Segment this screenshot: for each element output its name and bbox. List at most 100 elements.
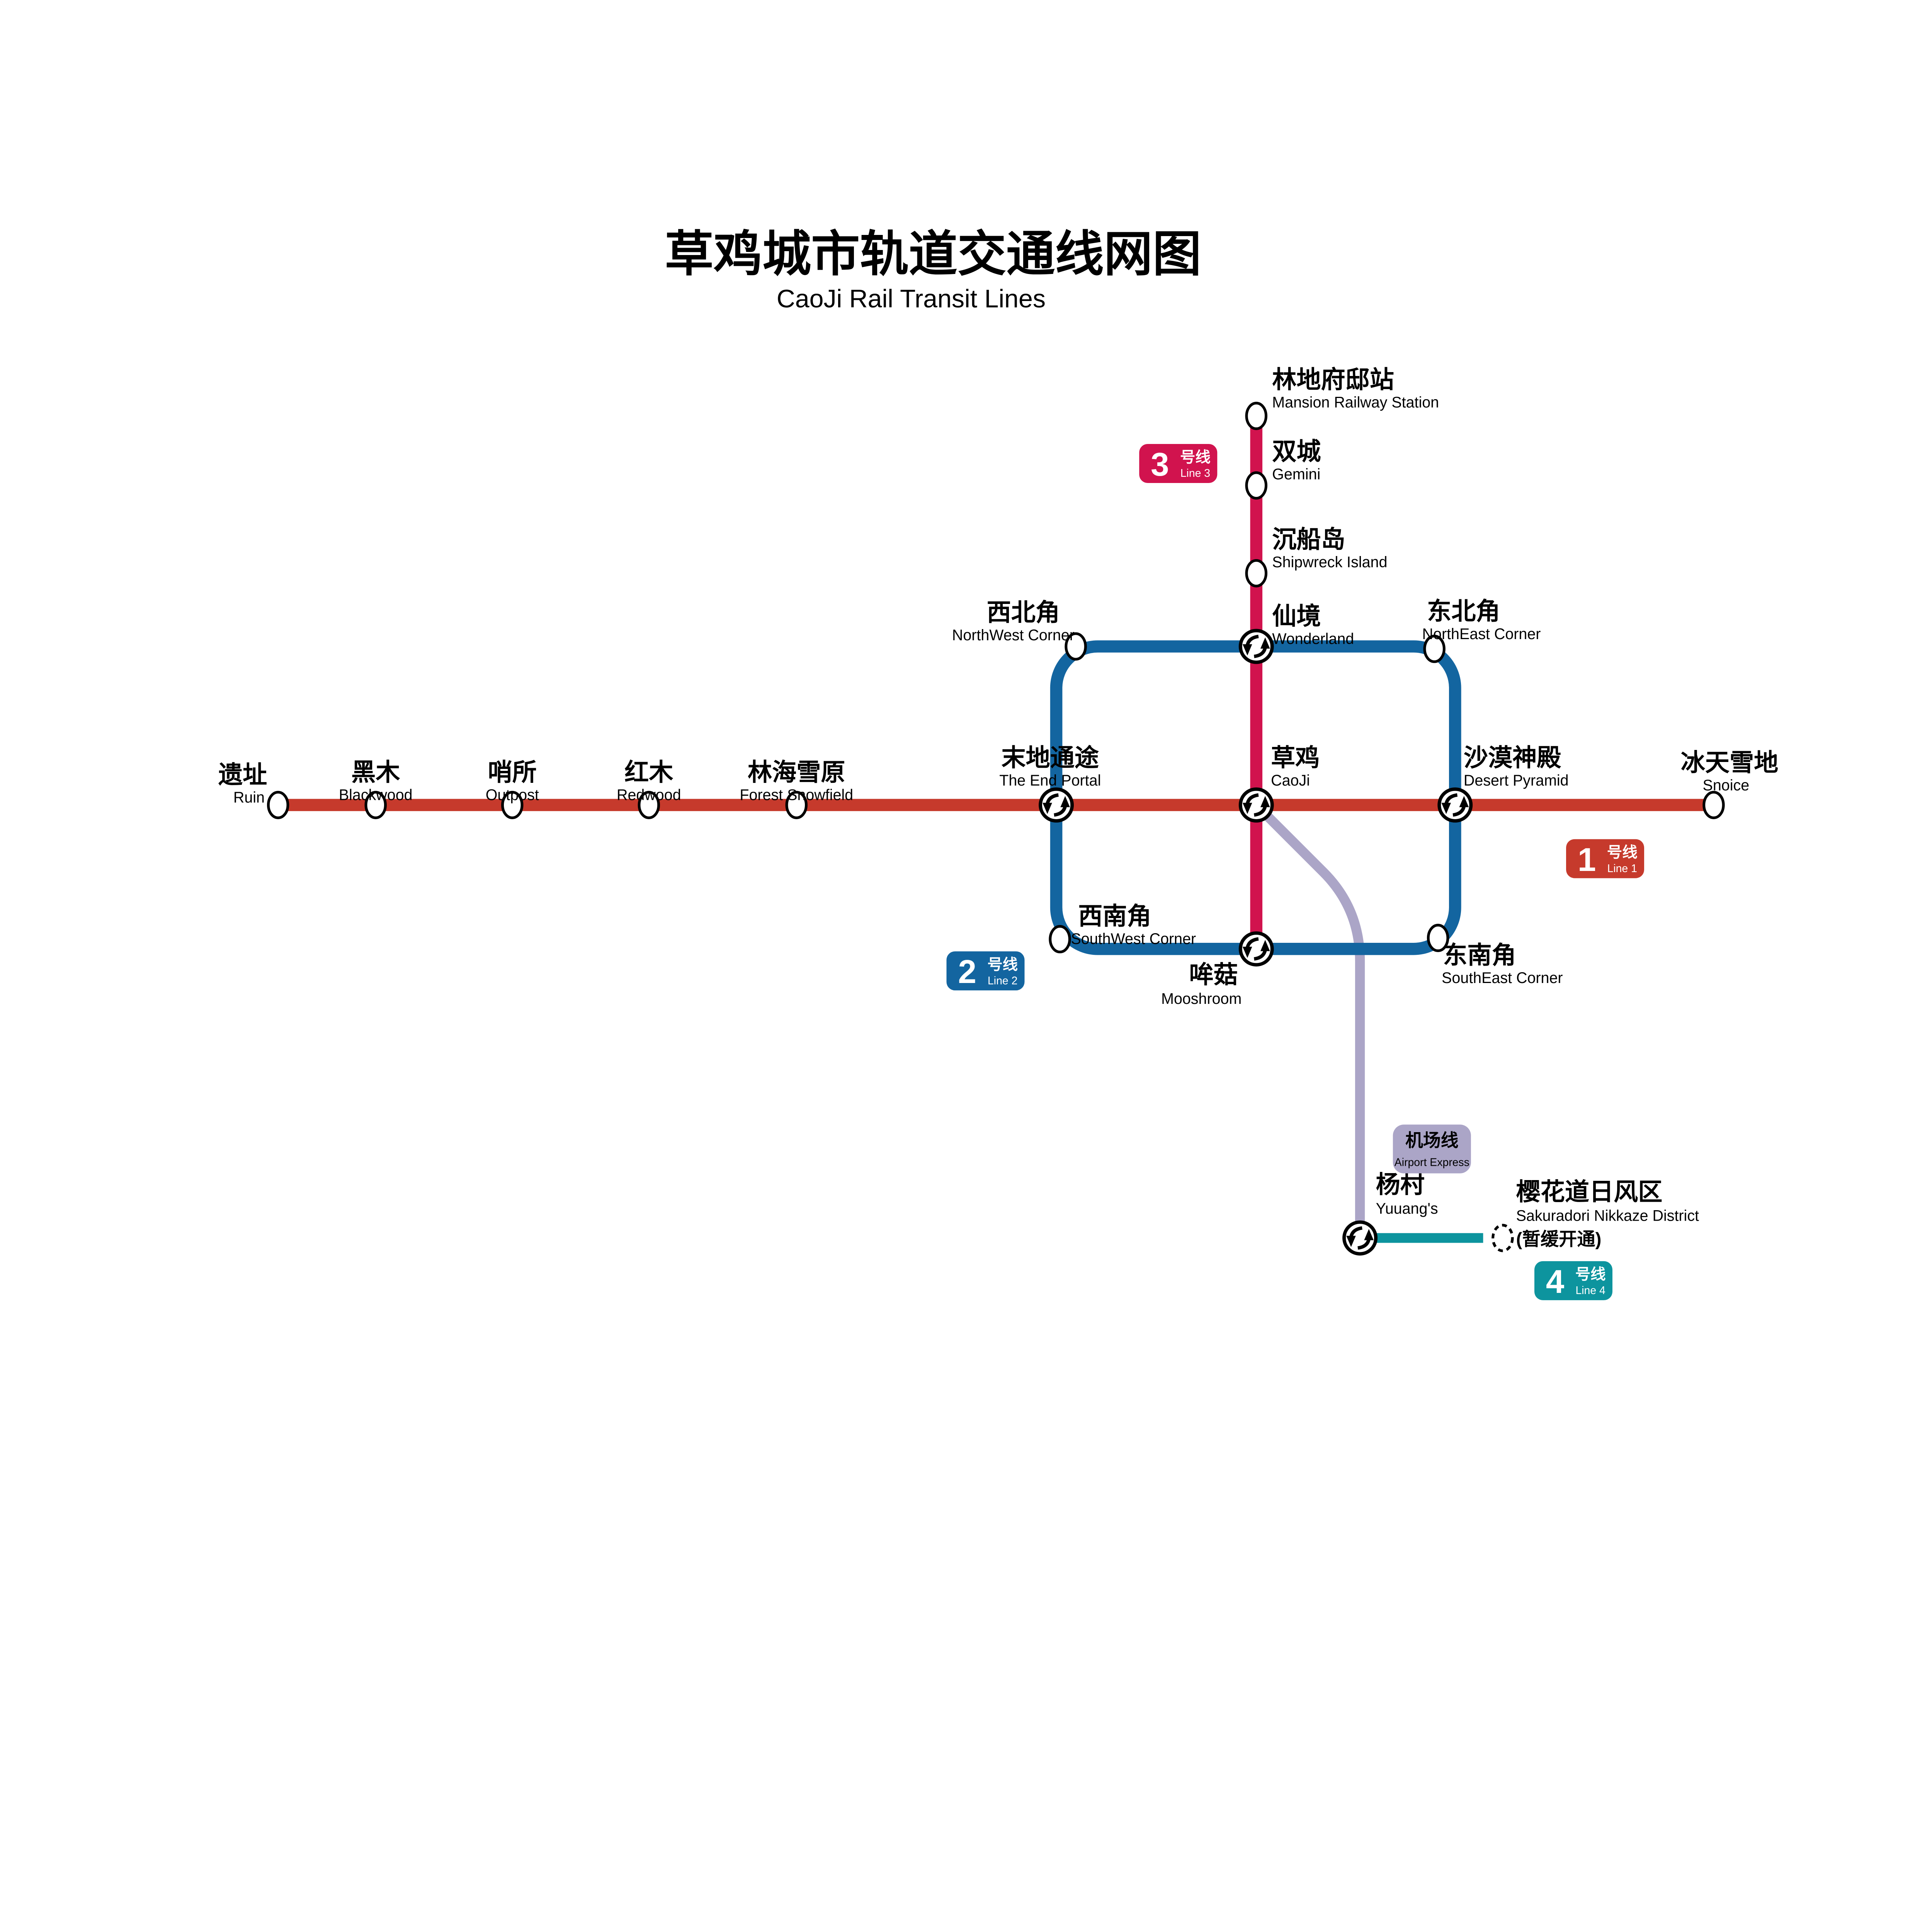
station-yuuangs: 杨村 Yuuang's [1344,1171,1438,1254]
station-label-zh: 西北角 [987,599,1060,626]
station-marker [1423,634,1446,663]
badge-background [1139,444,1218,483]
map-title-zh: 草鸡城市轨道交通线网图 [665,227,1201,281]
station-outpost: 哨所 Outpost [486,759,539,819]
line-3-badge: 3 号线 Line 3 [1139,444,1218,483]
station-label-zh: 黑木 [351,759,400,786]
badge-label-zh: 号线 [1575,1266,1606,1283]
airport-express-badge: 机场线 Airport Express [1393,1124,1471,1173]
badge-background [946,951,1025,991]
station-label-zh: 哨所 [488,759,537,786]
station-marker [501,791,524,819]
station-label-zh: 杨村 [1376,1171,1425,1198]
badge-background [1534,1261,1612,1300]
station-redwood: 红木 Redwood [617,759,681,819]
station-label-en: Desert Pyramid [1464,772,1569,789]
interchange-icon [1439,789,1471,821]
station-caoji: 草鸡 CaoJi [1240,744,1320,821]
station-marker [1245,401,1267,430]
station-marker [1245,559,1267,588]
line-2-badge: 2 号线 Line 2 [946,951,1025,991]
line-1-badge: 1 号线 Line 1 [1566,839,1645,878]
station-label-en: The End Portal [999,772,1101,789]
airport-express-path [1253,801,1365,1238]
station-marker [638,791,660,819]
badge-label-en: Line 3 [1180,467,1210,480]
badge-background [1393,1124,1471,1173]
station-southwest-corner: 西南角 SouthWest Corner [1049,903,1196,954]
badge-number: 4 [1546,1264,1564,1300]
station-label-en: Shipwreck Island [1272,554,1387,571]
station-label-zh: 樱花道日风区 [1516,1179,1663,1206]
station-marker [1427,923,1449,952]
interchange-icon [1240,933,1272,965]
station-northeast-corner: 东北角 NorthEast Corner [1422,598,1541,663]
station-label-en: Outpost [486,787,539,804]
station-marker [1702,791,1725,819]
station-label-zh: 沙漠神殿 [1464,744,1561,771]
station-label-zh: 东北角 [1427,598,1500,625]
transit-map-canvas: 草鸡城市轨道交通线网图 CaoJi Rail Transit Lines 遗址 … [218,226,1779,1300]
station-label-en: Gemini [1272,466,1320,483]
badge-label-zh: 号线 [1180,449,1211,466]
station-label-en: Sakuradori Nikkaze District [1516,1208,1699,1225]
station-desert-pyramid: 沙漠神殿 Desert Pyramid [1439,744,1569,821]
badge-label-en: Line 2 [988,975,1017,987]
station-label-zh: 草鸡 [1271,744,1320,771]
station-marker [364,791,387,819]
badge-label-zh: 号线 [1607,844,1638,861]
station-label-zh: 哞菇 [1189,961,1238,988]
station-gemini: 双城 Gemini [1245,438,1321,500]
station-label-en: Mansion Railway Station [1272,394,1439,411]
station-label-en: Snoice [1703,777,1750,794]
station-label-en: SouthWest Corner [1071,930,1196,947]
station-label-en: CaoJi [1271,772,1310,789]
station-label-en: Mooshroom [1161,990,1242,1007]
badge-number: 1 [1578,842,1596,878]
station-shipwreck-island: 沉船岛 Shipwreck Island [1245,526,1387,588]
station-forest-snowfield: 林海雪原 Forest Snowfield [740,759,853,819]
station-label-en: Wonderland [1272,631,1354,648]
station-label-zh: 遗址 [218,762,267,789]
badge-number: 2 [958,954,976,990]
badge-label-en: Airport Express [1395,1156,1469,1169]
station-sakuradori: 樱花道日风区 Sakuradori Nikkaze District (暂缓开通… [1492,1179,1699,1252]
station-label-en: Yuuang's [1376,1200,1438,1217]
station-marker [1065,632,1087,661]
station-wonderland: 仙境 Wonderland [1240,603,1354,662]
station-label-zh: 冰天雪地 [1681,749,1779,776]
badge-label-zh: 机场线 [1405,1131,1458,1150]
station-label-en: Forest Snowfield [740,787,853,804]
station-label-zh: 仙境 [1272,603,1321,630]
station-northwest-corner: 西北角 NorthWest Corner [952,599,1087,661]
interchange-icon [1240,789,1272,821]
station-marker-dashed [1492,1224,1514,1252]
badge-background [1566,839,1645,878]
interchange-icon [1240,631,1272,662]
station-mooshroom: 哞菇 Mooshroom [1161,933,1272,1007]
station-label-en: NorthWest Corner [952,627,1075,644]
station-label-en: Blackwood [339,787,413,804]
station-label-en: Ruin [233,789,265,806]
line-4-badge: 4 号线 Line 4 [1534,1261,1612,1300]
map-title-en: CaoJi Rail Transit Lines [777,284,1046,313]
station-ruin: 遗址 Ruin [218,762,289,819]
station-label-zh: 东南角 [1443,942,1516,969]
station-marker [1049,925,1071,954]
station-label-en: NorthEast Corner [1422,626,1541,643]
badge-label-zh: 号线 [987,956,1018,973]
station-southeast-corner: 东南角 SouthEast Corner [1427,923,1563,986]
station-mansion-railway-station: 林地府邸站 Mansion Railway Station [1245,366,1439,430]
station-the-end-portal: 末地通途 The End Portal [999,744,1101,821]
station-label-zh: 林海雪原 [748,759,845,786]
badge-label-en: Line 4 [1575,1284,1605,1297]
station-label-zh: 林地府邸站 [1272,366,1394,393]
station-marker [267,791,289,819]
station-snoice: 冰天雪地 Snoice [1681,749,1779,819]
station-label-zh: 沉船岛 [1272,526,1345,553]
badge-label-en: Line 1 [1607,862,1637,875]
badge-number: 3 [1151,446,1169,483]
transit-map: 草鸡城市轨道交通线网图 CaoJi Rail Transit Lines 遗址 … [218,226,1779,1300]
station-label-zh: 末地通途 [1002,744,1099,771]
interchange-icon [1041,789,1072,821]
